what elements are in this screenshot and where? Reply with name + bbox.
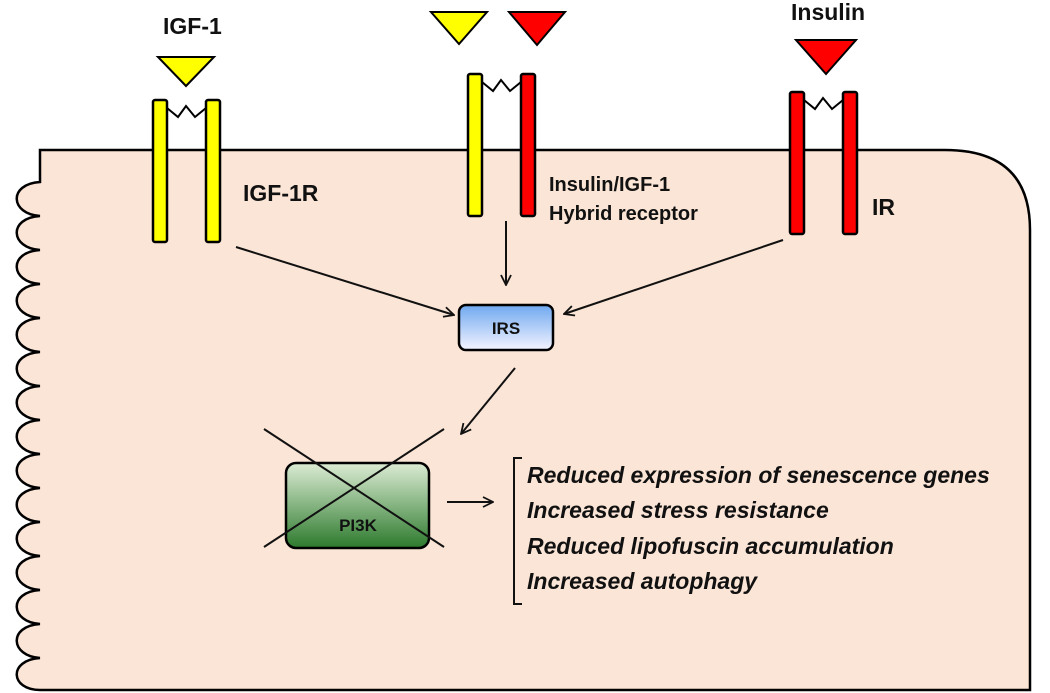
arrow-igf1r-to-irs [235, 246, 454, 315]
igf1r-receptor [151, 98, 222, 244]
outcome-item: Increased stress resistance [527, 497, 829, 523]
outcomes-bracket [513, 457, 522, 605]
insulin-receptor [788, 90, 859, 236]
pi3k-inhibition-cross-line2 [263, 428, 445, 548]
igf1-ligand-triangle [155, 56, 217, 88]
cell-membrane [15, 148, 1032, 692]
igf1-ligand-triangle-hybrid [428, 11, 490, 46]
hybrid-receptor [466, 72, 537, 218]
arrow-ir-to-irs [564, 239, 784, 314]
outcome-item: Reduced expression of senescence genes [527, 462, 990, 488]
insulin-ligand-triangle-hybrid [506, 11, 568, 47]
arrow-irs-to-pi3k [461, 367, 516, 434]
hybrid-label-line2: Hybrid receptor [549, 203, 698, 225]
ir-label: IR [872, 194, 895, 220]
igf1r-label: IGF-1R [243, 180, 319, 206]
pi3k-box [284, 461, 431, 550]
insulin-ligand-triangle [793, 39, 859, 76]
insulin-label: Insulin [791, 0, 865, 25]
igf1-label: IGF-1 [163, 13, 222, 39]
outcome-item: Increased autophagy [527, 568, 758, 594]
pi3k-label: PI3K [339, 516, 378, 535]
outcome-item: Reduced lipofuscin accumulation [527, 533, 894, 559]
irs-box [457, 303, 555, 352]
hybrid-label-line1: Insulin/IGF-1 [549, 174, 670, 196]
irs-label: IRS [492, 319, 520, 338]
